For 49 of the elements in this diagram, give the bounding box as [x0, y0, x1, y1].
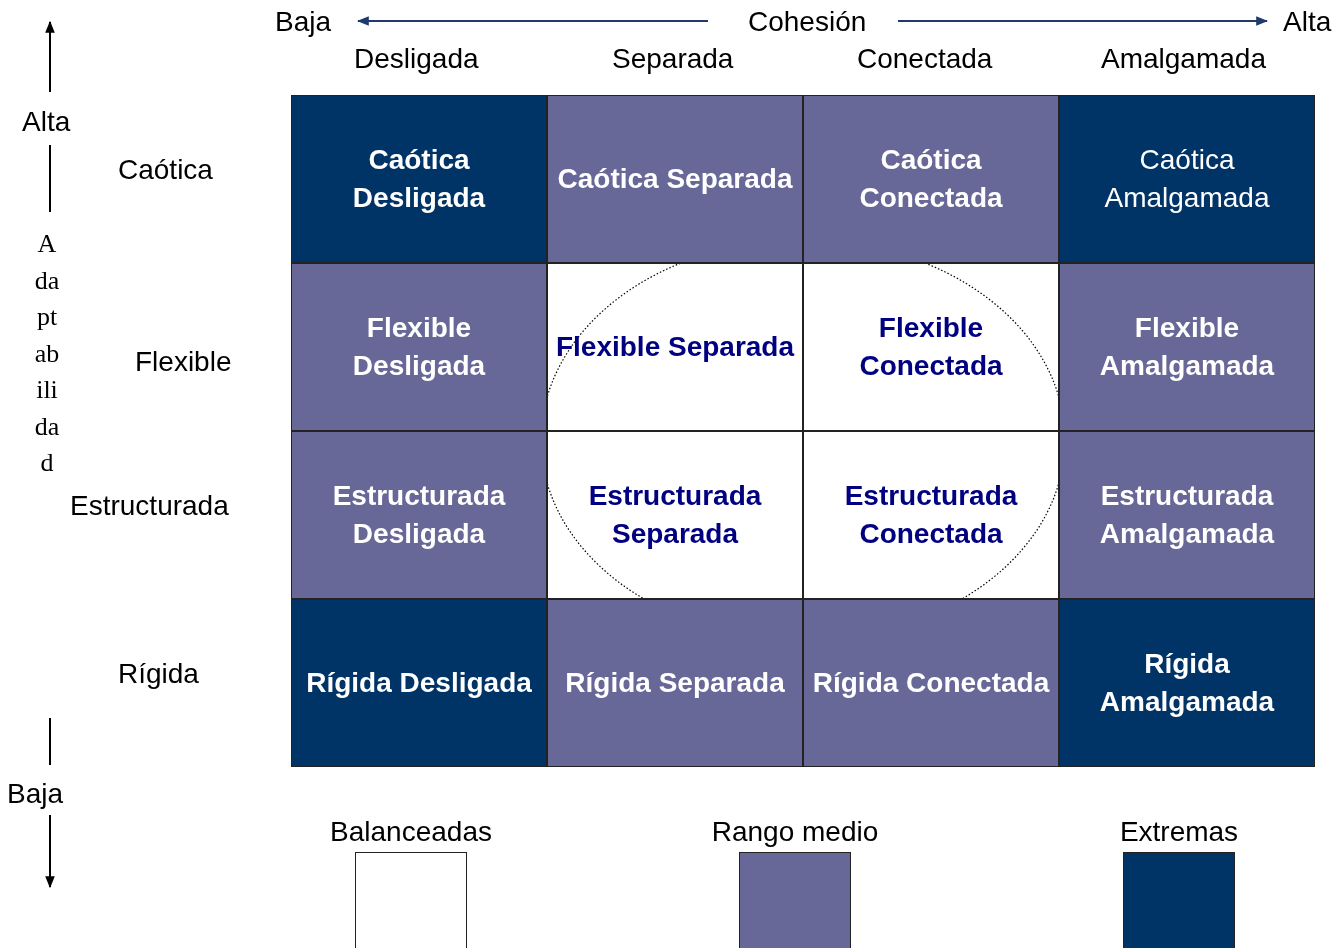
grid-cell: [1059, 263, 1315, 431]
grid-cell: [291, 263, 547, 431]
legend-label: Balanceadas: [330, 818, 492, 846]
cell-label: Flexible Conectada: [858, 311, 1004, 383]
grid-cell: [547, 431, 803, 599]
column-header: Conectada: [857, 45, 993, 73]
cell-label: Estructurada Conectada: [843, 479, 1019, 551]
cell-label: Estructurada Amalgamada: [1098, 479, 1276, 551]
grid-cell: [291, 431, 547, 599]
column-header: Desligada: [354, 45, 479, 73]
cell-label: Flexible Separada: [555, 330, 795, 364]
legend-label: Rango medio: [711, 818, 879, 846]
cell-label: Flexible Desligada: [351, 311, 487, 383]
cell-label: Estructurada Desligada: [331, 479, 507, 551]
cell-label: Caótica Conectada: [858, 143, 1004, 215]
cell-label: Rígida Desligada: [305, 666, 533, 700]
cell-label: Estructurada Separada: [587, 479, 763, 551]
grid-cell: [291, 95, 547, 263]
axis-label: Alta: [1283, 8, 1332, 36]
cell-label: Caótica Separada: [556, 162, 794, 196]
grid-cell: [291, 599, 547, 767]
cell-label: Flexible Amalgamada: [1098, 311, 1276, 383]
cell-label: Caótica Desligada: [351, 143, 487, 215]
axis-label: Baja: [275, 8, 332, 36]
legend-label: Extremas: [1119, 818, 1239, 846]
cell-label: Rígida Amalgamada: [1098, 647, 1276, 719]
row-header: Rígida: [118, 660, 199, 688]
grid-cell: [803, 95, 1059, 263]
cell-label: Rígida Separada: [564, 666, 786, 700]
axis-label: Cohesión: [748, 8, 867, 36]
grid-cell: [547, 263, 803, 431]
grid-cell: [803, 599, 1059, 767]
axis-label: Alta: [22, 108, 71, 136]
grid-cell: [1059, 431, 1315, 599]
row-header: Flexible: [135, 348, 232, 376]
grid-cell: [1059, 95, 1315, 263]
cell-label: Caótica Amalgamada: [1103, 143, 1271, 215]
column-header: Amalgamada: [1101, 45, 1266, 73]
axis-label: Adaptabilidad: [34, 228, 60, 479]
grid-cell: [547, 95, 803, 263]
grid-cell: [803, 431, 1059, 599]
grid-cell: [547, 599, 803, 767]
row-header: Caótica: [118, 156, 213, 184]
axis-label: Baja: [7, 780, 64, 808]
grid-cell: [803, 263, 1059, 431]
grid-cell: [1059, 599, 1315, 767]
cell-label: Rígida Conectada: [811, 666, 1051, 700]
row-header: Estructurada: [70, 492, 229, 520]
column-header: Separada: [612, 45, 734, 73]
